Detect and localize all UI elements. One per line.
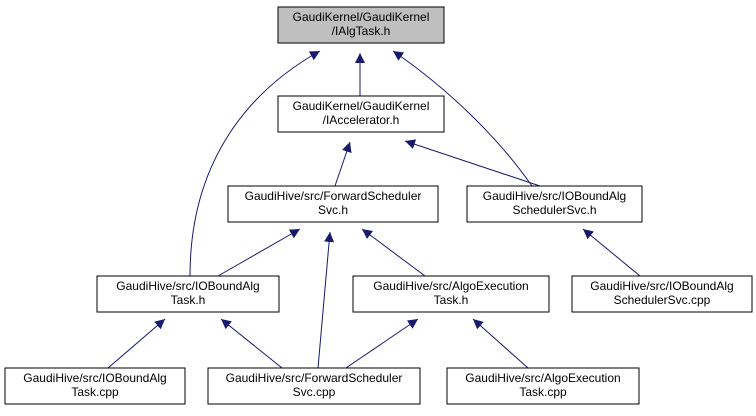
- node-label-line: GaudiHive/src/IOBoundAlg: [483, 189, 626, 203]
- node-label-line: GaudiKernel/GaudiKernel: [293, 99, 430, 113]
- node-label-line: Svc.h: [318, 203, 348, 217]
- edge-ioboundalgtask_h-to-ialgtask: [189, 50, 321, 277]
- node-box: [466, 185, 643, 223]
- edge-ioboundalgtask_cpp-to-ioboundalgtask_h: [107, 318, 166, 369]
- node-box: [446, 367, 640, 405]
- node-box: [352, 275, 550, 313]
- edge-ioboundalgschedulersvc_h-to-iaccelerator: [404, 139, 541, 187]
- node-label-line: GaudiHive/src/IOBoundAlg: [116, 279, 259, 293]
- node-label-line: /IAccelerator.h: [323, 113, 400, 127]
- edge-algoexecutiontask_cpp-to-algoexecutiontask_h: [472, 318, 529, 369]
- node-label-line: Task.h: [171, 293, 206, 307]
- node-label-line: GaudiHive/src/IOBoundAlg: [23, 371, 166, 385]
- node-label-line: Task.cpp: [519, 385, 567, 399]
- node-box: [277, 6, 445, 44]
- edge-forwardschedulersvc_cpp-to-forwardschedulersvc_h: [317, 231, 335, 369]
- node-ialgtask: GaudiKernel/GaudiKernel/IAlgTask.h: [277, 6, 445, 44]
- node-label-line: GaudiHive/src/ForwardScheduler: [245, 189, 422, 203]
- node-box: [571, 275, 753, 313]
- node-label-line: /IAlgTask.h: [332, 24, 391, 38]
- node-box: [207, 367, 421, 405]
- edge-forwardschedulersvc_cpp-to-algoexecutiontask_h: [345, 318, 419, 369]
- node-label-line: GaudiHive/src/AlgoExecution: [373, 279, 528, 293]
- node-label-line: SchedulerSvc.cpp: [614, 293, 711, 307]
- node-label-line: Task.cpp: [71, 385, 119, 399]
- edge-algoexecutiontask_h-to-forwardschedulersvc_h: [361, 228, 426, 277]
- node-label-line: GaudiHive/src/AlgoExecution: [465, 371, 620, 385]
- node-label-line: Task.h: [434, 293, 469, 307]
- edges-layer: [107, 50, 641, 369]
- edge-forwardschedulersvc_cpp-to-ioboundalgtask_h: [220, 318, 283, 369]
- node-label-line: SchedulerSvc.h: [512, 203, 596, 217]
- node-iaccelerator[interactable]: GaudiKernel/GaudiKernel/IAccelerator.h: [277, 95, 445, 133]
- node-box: [96, 275, 280, 313]
- edge-ioboundalgschedulersvc_h-to-ialgtask: [392, 50, 533, 187]
- nodes-layer: GaudiKernel/GaudiKernel/IAlgTask.hGaudiK…: [4, 6, 753, 405]
- node-box: [4, 367, 186, 405]
- node-label-line: GaudiHive/src/ForwardScheduler: [226, 371, 403, 385]
- edge-ioboundalgschedulersvc_cpp-to-ioboundalgschedulersvc_h: [582, 228, 641, 277]
- node-box: [277, 95, 445, 133]
- node-label-line: Svc.cpp: [293, 385, 336, 399]
- node-label-line: GaudiHive/src/IOBoundAlg: [590, 279, 733, 293]
- edge-forwardschedulersvc_h-to-iaccelerator: [334, 141, 352, 187]
- edge-ioboundalgtask_h-to-forwardschedulersvc_h: [217, 228, 301, 277]
- node-box: [227, 185, 439, 223]
- node-label-line: GaudiKernel/GaudiKernel: [293, 10, 430, 24]
